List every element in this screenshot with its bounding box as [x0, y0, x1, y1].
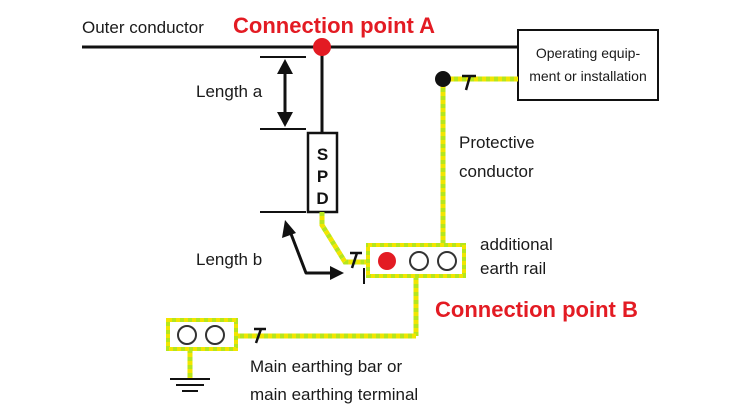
- equipment-label-line1: Operating equip-: [536, 45, 641, 61]
- protective-conductor-label-line1: Protective: [459, 133, 535, 152]
- cable-tag-icon: [350, 251, 362, 269]
- ground-icon: [170, 378, 210, 392]
- spd-letter-d: D: [316, 189, 328, 208]
- pe-conductor-rail-to-main-bar: [238, 276, 419, 339]
- spd-box: [306, 131, 339, 214]
- connection-point-a-label: Connection point A: [233, 13, 435, 38]
- connection-point-a-dot: [313, 38, 331, 56]
- additional-earth-rail-label-line2: earth rail: [480, 259, 546, 278]
- length-b-arrow: [286, 225, 334, 275]
- protective-conductor-label-line2: conductor: [459, 162, 534, 181]
- cable-tag-icon: [462, 74, 476, 91]
- main-earthing-label-line2: main earthing terminal: [250, 385, 418, 404]
- length-a-arrow-down: [277, 112, 293, 127]
- earth-rail-terminal-2: [409, 251, 429, 271]
- spd-letter-s: S: [317, 145, 328, 164]
- main-earthing-label-line1: Main earthing bar or: [250, 357, 402, 376]
- main-earthing-bar: [166, 318, 238, 351]
- additional-earth-rail-label-line1: additional: [480, 235, 553, 254]
- length-a-arrow-up: [277, 59, 293, 74]
- equipment-box: [517, 29, 659, 101]
- length-b-arrowhead-top: [282, 220, 296, 238]
- cable-tag-icon: [254, 327, 266, 344]
- additional-earth-rail: [366, 243, 466, 278]
- earth-rail-terminal-3: [437, 251, 457, 271]
- length-a-label: Length a: [196, 82, 263, 101]
- equipment-label-line2: ment or installation: [529, 68, 647, 84]
- outer-conductor-label: Outer conductor: [82, 18, 204, 37]
- connection-point-b-label: Connection point B: [435, 297, 638, 322]
- equipment-pe-connection-dot: [435, 71, 451, 87]
- main-bar-terminal-2: [205, 325, 225, 345]
- length-b-arrowhead-right: [330, 266, 344, 280]
- main-bar-terminal-1: [177, 325, 197, 345]
- pe-conductor-spd-to-rail: [319, 212, 368, 265]
- spd-letter-p: P: [317, 167, 328, 186]
- length-b-label: Length b: [196, 250, 262, 269]
- earth-rail-terminal-1: [378, 252, 396, 270]
